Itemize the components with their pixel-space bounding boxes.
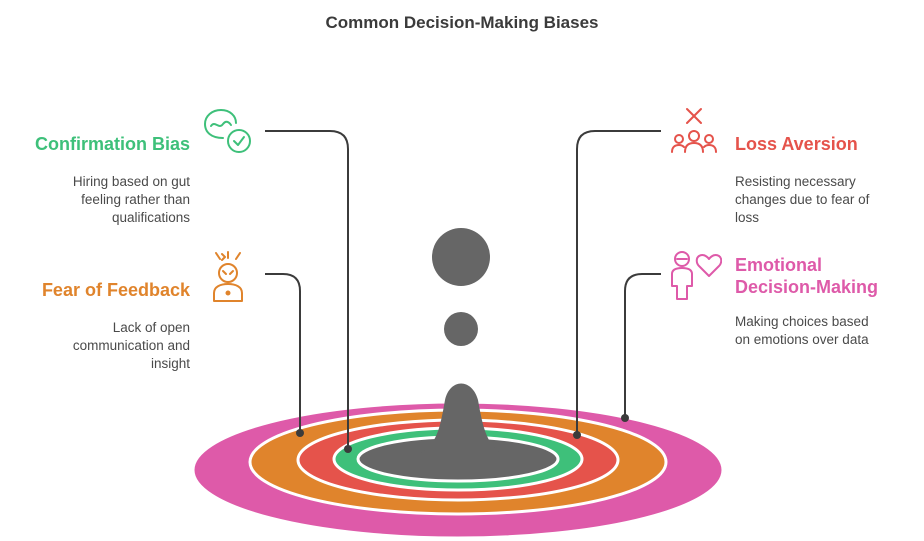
connector-dot-confirmation bbox=[344, 445, 352, 453]
desc-line: Resisting necessary bbox=[735, 174, 856, 189]
splash-spike bbox=[400, 383, 520, 466]
desc-line: Lack of open bbox=[112, 320, 190, 335]
connector-dot-fear bbox=[296, 429, 304, 437]
heading-loss: Loss Aversion bbox=[735, 134, 858, 154]
item-loss: Loss Aversion Resisting necessary change… bbox=[735, 133, 915, 227]
desc-line: insight bbox=[150, 356, 190, 371]
connector-confirmation bbox=[265, 130, 349, 447]
connector-emotional bbox=[624, 273, 661, 417]
desc-line: communication and bbox=[72, 338, 190, 353]
heading-emotional: Emotional Decision-Making bbox=[735, 254, 915, 298]
desc-emotional: Making choices based on emotions over da… bbox=[735, 313, 915, 349]
droplet-small bbox=[444, 312, 478, 346]
stressed-person-icon bbox=[213, 251, 243, 302]
heading-line: Decision-Making bbox=[735, 277, 879, 297]
connector-fear bbox=[265, 273, 301, 432]
item-fear: Fear of Feedback Lack of open communicat… bbox=[20, 279, 190, 373]
desc-line: Hiring based on gut bbox=[72, 174, 190, 189]
desc-line: qualifications bbox=[111, 210, 190, 225]
group-x-icon bbox=[671, 108, 717, 153]
person-heart-icon bbox=[671, 251, 722, 300]
brain-check-icon bbox=[204, 109, 251, 153]
connector-dot-loss bbox=[573, 431, 581, 439]
item-emotional: Emotional Decision-Making Making choices… bbox=[735, 254, 915, 349]
desc-line: feeling rather than bbox=[81, 192, 190, 207]
desc-loss: Resisting necessary changes due to fear … bbox=[735, 173, 915, 227]
droplet-large bbox=[432, 228, 490, 286]
item-confirmation: Confirmation Bias Hiring based on gut fe… bbox=[20, 133, 190, 227]
heading-confirmation: Confirmation Bias bbox=[34, 134, 190, 154]
desc-line: loss bbox=[735, 210, 760, 225]
desc-confirmation: Hiring based on gut feeling rather than … bbox=[20, 173, 190, 227]
connector-dot-emotional bbox=[621, 414, 629, 422]
desc-line: Making choices based bbox=[735, 314, 869, 329]
desc-line: changes due to fear of bbox=[735, 192, 870, 207]
connector-loss bbox=[576, 130, 661, 434]
desc-fear: Lack of open communication and insight bbox=[20, 319, 190, 373]
diagram-title: Common Decision-Making Biases bbox=[325, 13, 599, 32]
heading-line: Emotional bbox=[735, 255, 823, 275]
desc-line: on emotions over data bbox=[735, 332, 869, 347]
heading-fear: Fear of Feedback bbox=[41, 280, 190, 300]
